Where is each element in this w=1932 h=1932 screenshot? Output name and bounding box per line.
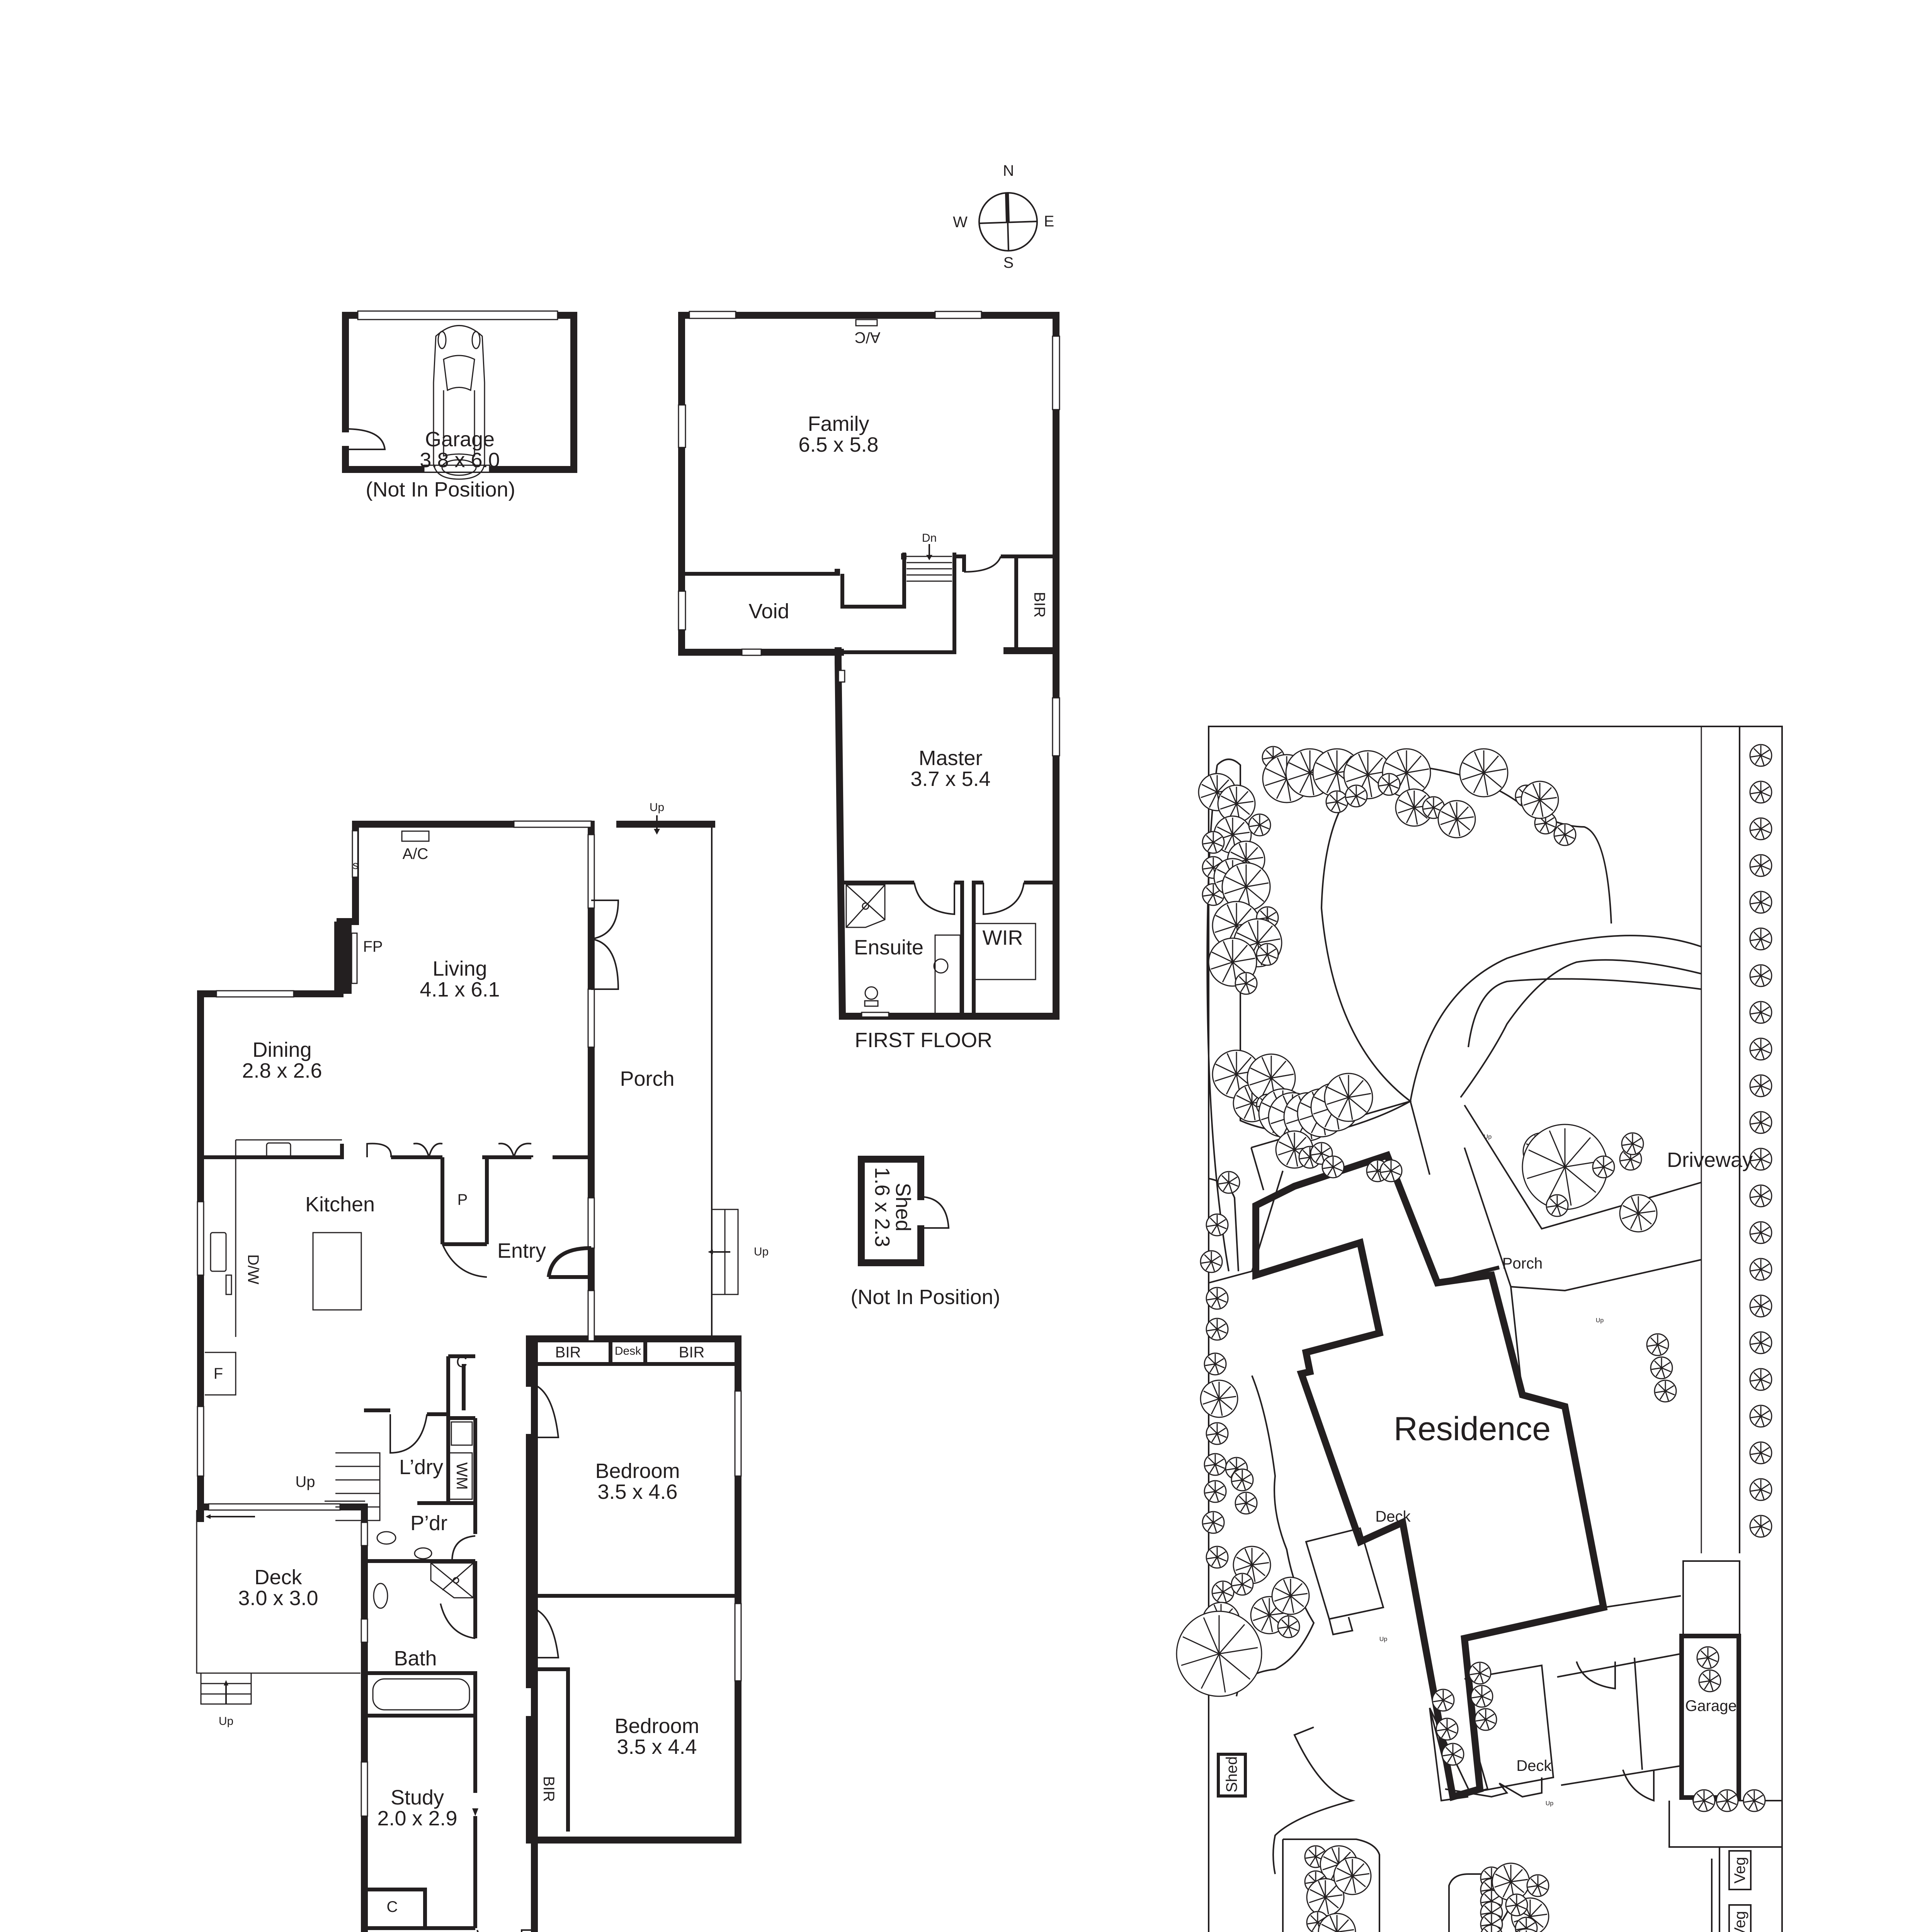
porch-label: Porch bbox=[620, 1067, 675, 1090]
west-deck-label: Deck 3.0 x 3.0 bbox=[238, 1566, 318, 1610]
shed-room-label: Shed 1.6 x 2.3 bbox=[871, 1167, 915, 1247]
entry-label: Entry bbox=[497, 1239, 546, 1262]
driveway-hedge-row bbox=[1749, 744, 1772, 1538]
first-floor-bir-label: BIR bbox=[1031, 592, 1048, 618]
driveway-label: Driveway bbox=[1667, 1148, 1753, 1172]
ground-floor-ac-label: A/C bbox=[402, 845, 429, 862]
site-up-label-2: Up bbox=[1595, 1317, 1604, 1324]
compass-south-label: S bbox=[1003, 254, 1014, 271]
study-label: Study 2.0 x 2.9 bbox=[377, 1786, 457, 1830]
site-up-label-3: Up bbox=[1379, 1636, 1388, 1643]
residence-label: Residence bbox=[1393, 1410, 1551, 1447]
veg-bed-label-1: Veg bbox=[1731, 1857, 1748, 1884]
compass-icon bbox=[978, 192, 1038, 252]
bedroom1-label: Bedroom 3.5 x 4.6 bbox=[595, 1459, 680, 1503]
site-deck-west-label: Deck bbox=[1375, 1508, 1411, 1525]
bir-label-3: BIR bbox=[540, 1776, 557, 1802]
garage-room-label: Garage 3.8 x 6.0 bbox=[420, 428, 500, 472]
cupboard-label-2: C bbox=[386, 1898, 398, 1915]
porch-up-label: Up bbox=[649, 801, 665, 814]
desk-label: Desk bbox=[614, 1345, 641, 1357]
first-floor-ac-label: A/C bbox=[854, 329, 881, 346]
washing-machine-label: WM bbox=[453, 1462, 470, 1490]
bir-label-2: BIR bbox=[679, 1344, 705, 1361]
bir-label-1: BIR bbox=[555, 1344, 581, 1361]
cupboard-label: C bbox=[456, 1354, 468, 1371]
site-plan-drawing bbox=[1176, 726, 1783, 1932]
dishwasher-label: D/W bbox=[245, 1254, 262, 1284]
living-room-label: Living 4.1 x 6.1 bbox=[420, 957, 500, 1001]
garage-not-in-position-note: (Not In Position) bbox=[366, 478, 515, 501]
ground-floor-walls bbox=[196, 815, 742, 1932]
first-floor-walls bbox=[678, 311, 1060, 1020]
porch-side-up-label: Up bbox=[753, 1245, 769, 1258]
shed-walls bbox=[858, 1156, 950, 1266]
powder-room-label: P’dr bbox=[410, 1512, 448, 1535]
shed-not-in-position-note: (Not In Position) bbox=[850, 1286, 1000, 1309]
first-floor-caption: FIRST FLOOR bbox=[854, 1029, 993, 1052]
bedroom2-label: Bedroom 3.5 x 4.4 bbox=[614, 1714, 699, 1759]
compass-east-label: E bbox=[1044, 213, 1054, 230]
compass-north-label: N bbox=[1003, 162, 1014, 179]
master-room-label: Master 3.7 x 5.4 bbox=[910, 747, 991, 791]
site-garage-label: Garage bbox=[1685, 1697, 1737, 1714]
veg-bed-label-2: Veg bbox=[1731, 1911, 1748, 1932]
fridge-label: F bbox=[213, 1365, 223, 1382]
laundry-label: L’dry bbox=[399, 1456, 444, 1479]
detached-garage-walls bbox=[342, 310, 577, 473]
void-label: Void bbox=[748, 600, 789, 623]
pantry-label: P bbox=[457, 1191, 468, 1208]
bath-label: Bath bbox=[394, 1647, 437, 1670]
wir-label: WIR bbox=[982, 926, 1023, 949]
west-deck-up-label: Up bbox=[218, 1715, 234, 1728]
kitchen-label: Kitchen bbox=[305, 1193, 375, 1216]
compass-west-label: W bbox=[953, 214, 968, 231]
car-icon bbox=[433, 325, 485, 480]
dining-room-label: Dining 2.8 x 2.6 bbox=[242, 1038, 322, 1082]
s-label: s bbox=[352, 859, 359, 872]
family-room-label: Family 6.5 x 5.8 bbox=[798, 412, 879, 456]
site-porch-label: Porch bbox=[1502, 1255, 1543, 1272]
fireplace-label: FP bbox=[363, 938, 383, 955]
stairs-down-label: Dn bbox=[922, 532, 937, 544]
ensuite-label: Ensuite bbox=[854, 936, 924, 959]
site-deck-south-label: Deck bbox=[1516, 1757, 1552, 1774]
site-up-label-4: Up bbox=[1545, 1800, 1554, 1807]
site-shed-label: Shed bbox=[1223, 1756, 1240, 1793]
site-up-label-1: Up bbox=[1483, 1134, 1492, 1140]
laundry-up-label: Up bbox=[295, 1473, 315, 1490]
